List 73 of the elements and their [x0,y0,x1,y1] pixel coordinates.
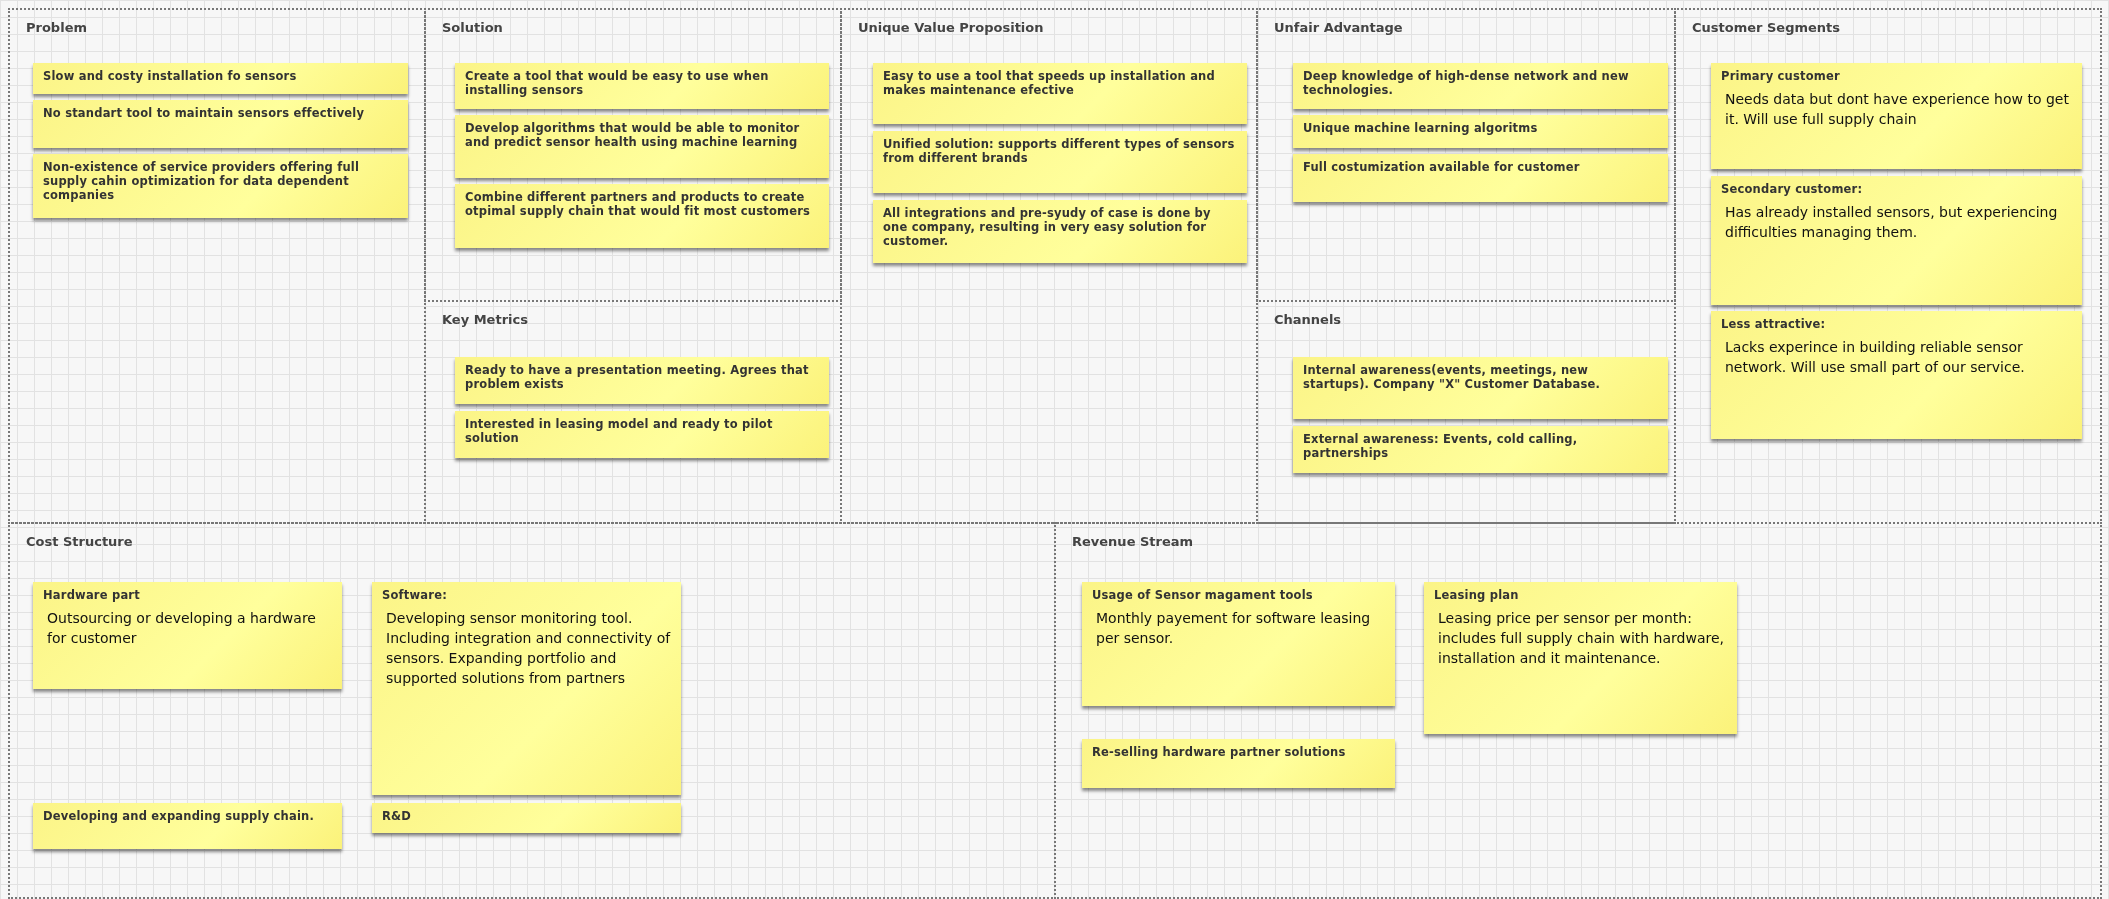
sticky-note [1424,582,1737,734]
note-text: External awareness: Events, cold calling, partnerships [1303,432,1579,460]
sticky-note [1293,154,1668,202]
note-text: Ready to have a presentation meeting. Agrees that problem exists [465,363,810,391]
sticky-note [33,154,408,218]
note-heading: Hardware part [43,588,141,602]
note-body: Monthly payement for software leasing per sensor. [1095,609,1372,648]
sticky-note [1711,311,2082,439]
note-text: Developing and expanding supply chain. [43,809,316,823]
canvas-section [8,522,1056,899]
sticky-note [1082,739,1395,788]
section-heading: Key Metrics [442,312,528,327]
note-heading: Leasing plan [1434,588,1520,602]
sticky-note [873,131,1247,193]
sticky-note [1082,582,1395,706]
sticky-note [33,582,342,689]
note-text: Combine different partners and products to create otpimal supply chain that would fit most customers [465,190,812,218]
note-text: No standart tool to maintain sensors effectively [43,106,366,120]
note-body: Outsourcing or developing a hardware for customer [46,609,317,648]
sticky-note [455,63,829,109]
note-heading: Software: [382,588,448,602]
canvas-section [1674,8,2102,524]
sticky-note [873,63,1247,124]
note-heading: Usage of Sensor magament tools [1092,588,1314,602]
note-text: All integrations and pre-syudy of case is done by one company, resulting in very easy solution for customer. [883,206,1212,248]
note-text: Internal awareness(events, meetings, new startups). Company "X" Customer Database. [1303,363,1602,391]
note-heading: Less attractive: [1721,317,1827,331]
sticky-note [1711,176,2082,305]
sticky-note [33,803,342,849]
note-text: Interested in leasing model and ready to pilot solution [465,417,774,445]
note-text: Full costumization available for customer [1303,160,1581,174]
section-heading: Solution [442,20,503,35]
note-body: Needs data but dont have experience how to get it. Will use full supply chain [1724,90,2070,129]
section-heading: Problem [26,20,87,35]
canvas-section [1054,522,2102,899]
note-text: Create a tool that would be easy to use when installing sensors [465,69,770,97]
sticky-note [455,115,829,178]
note-body: Leasing price per sensor per month: includes full supply chain with hardware, installation and it maintenance. [1437,609,1725,668]
note-heading: Secondary customer: [1721,182,1864,196]
note-text: Unified solution: supports different types of sensors from different brands [883,137,1236,165]
sticky-note [1711,63,2082,169]
note-text: Develop algorithms that would be able to monitor and predict sensor health using machine learning [465,121,801,149]
sticky-note [372,803,681,833]
note-heading: Primary customer [1721,69,1841,83]
section-heading: Cost Structure [26,534,133,549]
canvas-section [8,8,426,524]
note-text: Unique machine learning algoritms [1303,121,1539,135]
note-body: Lacks experince in building reliable sensor network. Will use small part of our service. [1724,338,2026,377]
sticky-note [455,411,829,458]
sticky-note [455,184,829,248]
sticky-note [1293,115,1668,148]
sticky-note [372,582,681,795]
note-text: Easy to use a tool that speeds up installation and makes maintenance efective [883,69,1216,97]
section-heading: Channels [1274,312,1342,327]
note-body: Developing sensor monitoring tool. Including integration and connectivity of sensors. Expanding portfolio and supported solutions from partners [385,609,671,688]
sticky-note [1293,63,1668,109]
note-text: Slow and costy installation fo sensors [43,69,298,83]
sticky-note [455,357,829,404]
section-heading: Unique Value Proposition [858,20,1044,35]
section-heading: Unfair Advantage [1274,20,1403,35]
section-heading: Customer Segments [1692,20,1841,35]
canvas-section [840,8,1258,524]
section-heading: Revenue Stream [1072,534,1194,549]
note-body: Has already installed sensors, but experiencing difficulties managing them. [1724,203,2059,242]
note-text: Deep knowledge of high-dense network and new technologies. [1303,69,1630,97]
note-text: R&D [382,809,413,823]
sticky-note [1293,426,1668,473]
note-text: Re-selling hardware partner solutions [1092,745,1347,759]
sticky-note [33,63,408,94]
sticky-note [33,100,408,148]
sticky-note [1293,357,1668,419]
note-text: Non-existence of service providers offering full supply cahin optimization for data dependent companies [43,160,361,202]
sticky-note [873,200,1247,263]
